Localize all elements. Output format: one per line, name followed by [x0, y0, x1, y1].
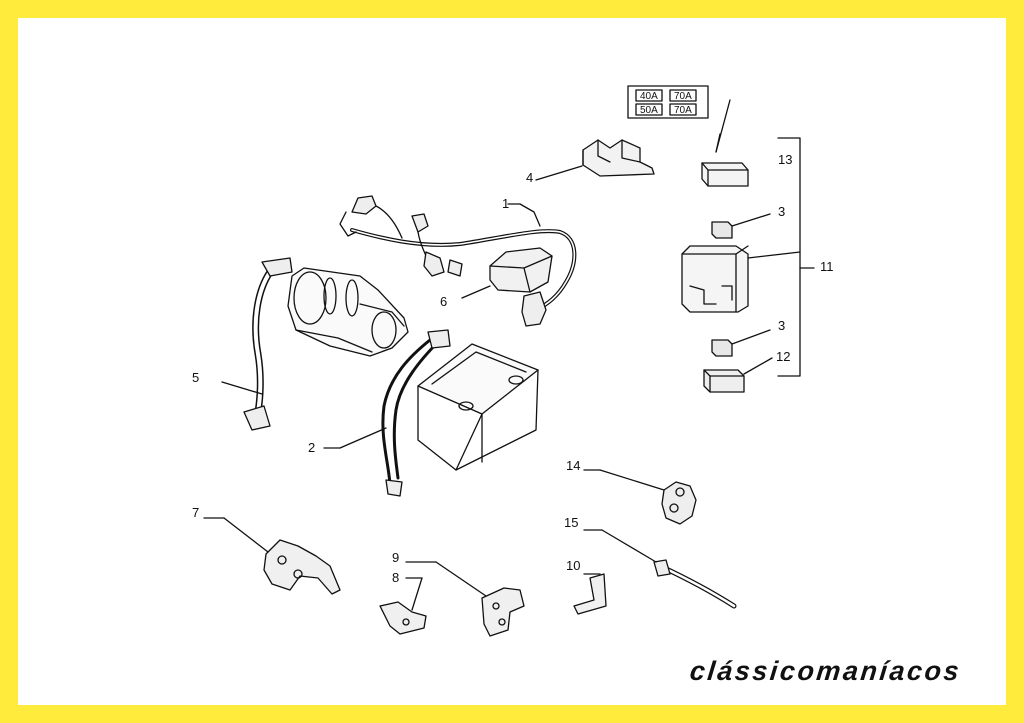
part-1-wiring-harness	[339, 195, 577, 327]
fuse-rating-box	[627, 85, 709, 119]
fuse-label-3: 50A	[640, 105, 658, 116]
callout-6: 6	[440, 294, 447, 309]
part-7-support	[203, 517, 341, 595]
callout-13: 13	[778, 152, 792, 167]
part-4-bracket	[535, 139, 655, 181]
starter-motor	[287, 267, 409, 357]
part-14-terminal-clamp	[583, 469, 697, 525]
callout-12: 12	[776, 349, 790, 364]
callout-11: 11	[820, 259, 834, 274]
part-11-fuse-box	[681, 137, 815, 377]
fuse-label-4: 70A	[674, 105, 692, 116]
part-9-mounting-bracket	[405, 561, 525, 637]
part-15-cable-strap	[583, 529, 737, 609]
callout-7: 7	[192, 505, 199, 520]
battery	[417, 343, 539, 471]
fuse-label-2: 70A	[674, 91, 692, 102]
callout-5: 5	[192, 370, 199, 385]
part-10-small-bracket	[573, 573, 607, 615]
callout-3-upper: 3	[778, 204, 785, 219]
part-6-connector-block	[461, 247, 553, 299]
callout-4: 4	[526, 170, 533, 185]
part-2-battery-cable	[323, 329, 451, 497]
brand-wordmark: clássicomaníacos	[688, 656, 963, 686]
callout-15: 15	[564, 515, 578, 530]
callout-3-lower: 3	[778, 318, 785, 333]
part-3-relay-upper	[711, 213, 771, 239]
callout-10: 10	[566, 558, 580, 573]
fuse-label-1: 40A	[640, 91, 658, 102]
callout-2: 2	[308, 440, 315, 455]
part-8-plate-bracket	[379, 577, 427, 635]
callout-14: 14	[566, 458, 580, 473]
part-12-fuse	[703, 357, 773, 393]
callout-9: 9	[392, 550, 399, 565]
callout-1: 1	[502, 196, 509, 211]
callout-8: 8	[392, 570, 399, 585]
part-5-ground-cable	[221, 257, 293, 431]
part-3-relay-lower	[711, 329, 771, 357]
part-13-maxi-fuse	[701, 99, 749, 187]
